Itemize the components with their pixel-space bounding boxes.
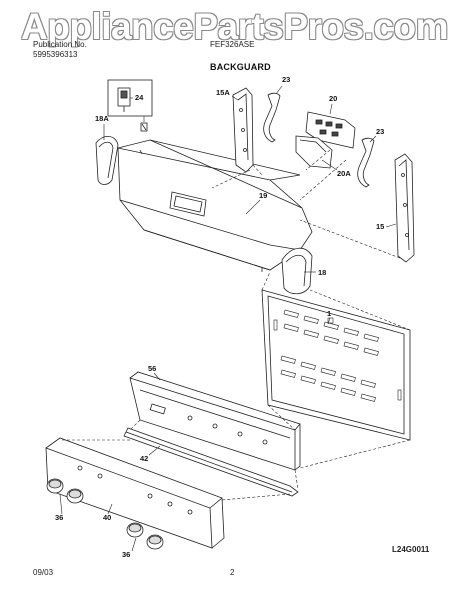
model-number: FEF326ASE bbox=[210, 40, 255, 49]
section-title: BACKGUARD bbox=[210, 62, 271, 72]
callout-leaders bbox=[59, 85, 397, 552]
publication-label: Publication No. bbox=[33, 40, 87, 49]
callout-18a: 18A bbox=[95, 114, 109, 123]
switch-mount-24 bbox=[140, 122, 148, 132]
callout-36-left: 36 bbox=[55, 513, 63, 522]
callout-19: 19 bbox=[259, 191, 267, 200]
callout-1: 1 bbox=[327, 309, 331, 318]
control-panel-40 bbox=[45, 437, 225, 549]
page-number: 2 bbox=[230, 568, 235, 577]
callout-15a: 15A bbox=[216, 88, 230, 97]
bracket-15 bbox=[394, 153, 415, 263]
watermark: AppliancePartsPros.com bbox=[21, 6, 448, 47]
callout-24: 24 bbox=[135, 93, 144, 102]
callout-20: 20 bbox=[329, 94, 337, 103]
trim-strip-42 bbox=[123, 427, 299, 497]
callout-23-lower: 23 bbox=[376, 127, 384, 136]
callout-18: 18 bbox=[318, 268, 326, 277]
knob-36-left-pair bbox=[46, 478, 84, 504]
rocker-switch-24 bbox=[117, 87, 131, 112]
clip-23-upper bbox=[263, 92, 281, 143]
callout-42: 42 bbox=[140, 454, 148, 463]
callout-40: 40 bbox=[103, 513, 111, 522]
callout-56: 56 bbox=[148, 364, 156, 373]
footer-date: 09/03 bbox=[33, 568, 54, 577]
callout-36-right: 36 bbox=[122, 550, 130, 559]
assembly-guide-lines bbox=[60, 149, 411, 501]
callout-20a: 20A bbox=[337, 169, 351, 178]
overlay-20a bbox=[295, 135, 333, 169]
diagram-id: L24G0011 bbox=[392, 545, 430, 554]
rear-panel-1 bbox=[261, 289, 411, 441]
callout-23-upper: 23 bbox=[282, 75, 290, 84]
backguard-panel-19 bbox=[117, 139, 313, 272]
knob-36-right-pair bbox=[126, 522, 164, 550]
bracket-15a bbox=[232, 87, 254, 173]
end-cap-18a bbox=[95, 136, 119, 185]
clip-23-lower bbox=[357, 137, 375, 188]
callout-15: 15 bbox=[376, 222, 384, 231]
publication-number: 5995396313 bbox=[33, 50, 78, 59]
